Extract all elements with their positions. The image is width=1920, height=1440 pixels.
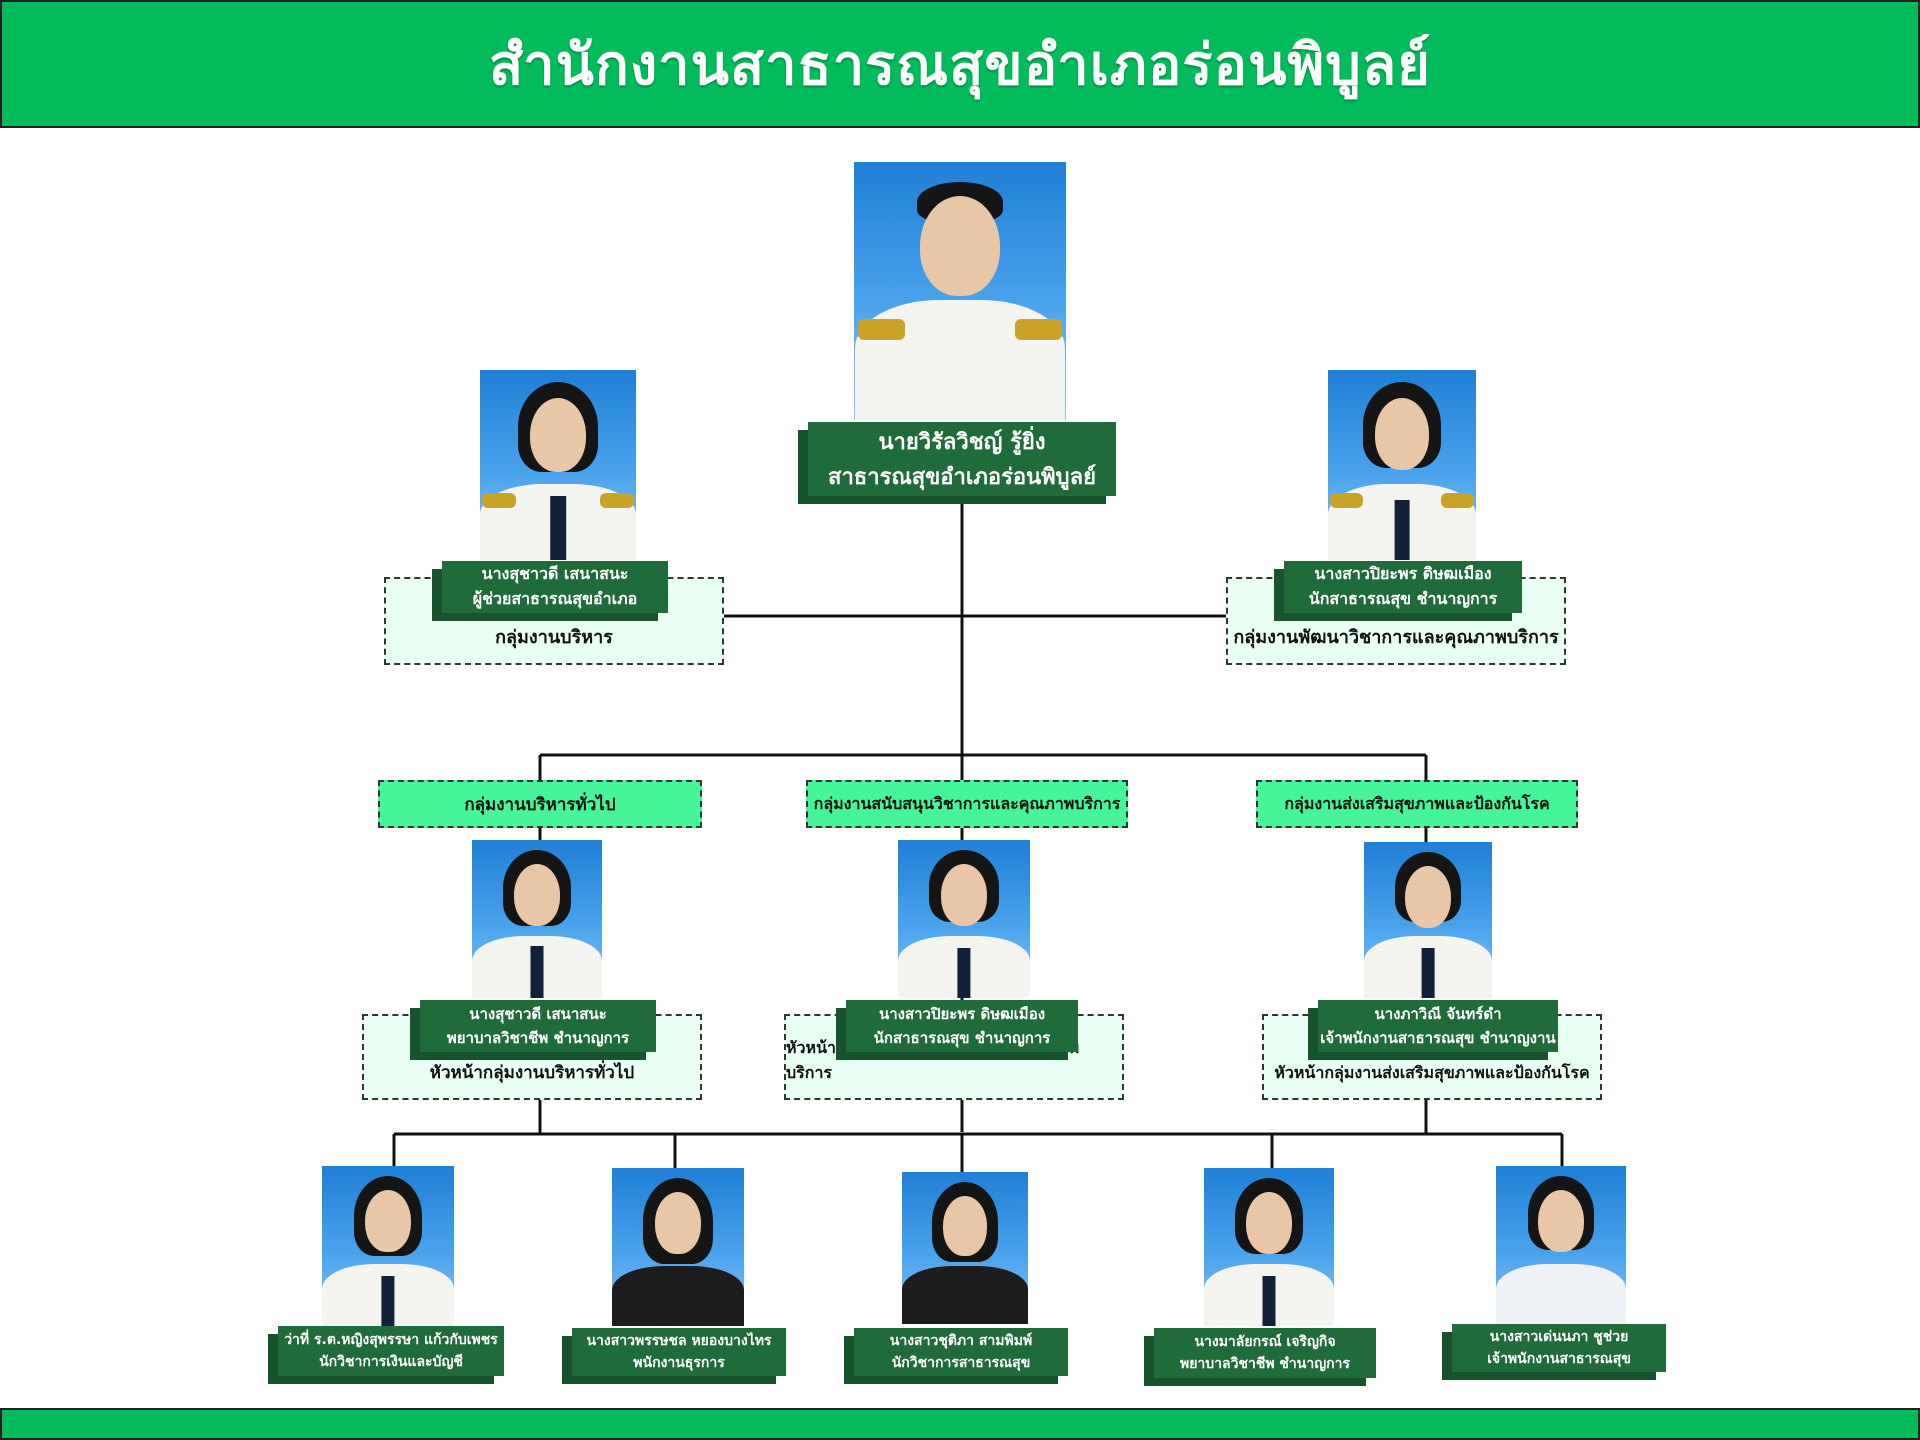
director-nameplate: นายวิรัลวิชญ์ รู้ยิ่ง สาธารณสุขอำเภอร่อน… bbox=[808, 422, 1116, 496]
group-head-name-1: นางสุชาวดี เสนาสนะ bbox=[469, 1005, 607, 1023]
left-unit-photo bbox=[480, 370, 636, 560]
staff-photo-4 bbox=[1204, 1168, 1334, 1326]
staff-position-1: นักวิชาการเงินและบัญชี bbox=[319, 1354, 463, 1370]
group-head-role-1: หัวหน้ากลุ่มงานบริหารทั่วไป bbox=[429, 1063, 635, 1083]
staff-name-4: นางมาลัยกรณ์ เจริญกิจ bbox=[1194, 1334, 1336, 1350]
staff-name-5: นางสาวเด่นนภา ชูช่วย bbox=[1489, 1329, 1629, 1345]
staff-nameplate-5: นางสาวเด่นนภา ชูช่วย เจ้าพนักงานสาธารณสุ… bbox=[1452, 1324, 1666, 1372]
left-unit-group-label: กลุ่มงานบริหาร bbox=[495, 627, 613, 648]
group-label-health-promotion: กลุ่มงานส่งเสริมสุขภาพและป้องกันโรค bbox=[1256, 780, 1578, 828]
right-unit-nameplate: นางสาวปิยะพร ดิษฒเมือง นักสาธารณสุข ชำนา… bbox=[1284, 561, 1522, 613]
right-unit-name: นางสาวปิยะพร ดิษฒเมือง bbox=[1314, 564, 1492, 583]
staff-photo-2 bbox=[612, 1168, 744, 1326]
group-label-general-admin: กลุ่มงานบริหารทั่วไป bbox=[378, 780, 702, 828]
group-head-name-3: นางภาวิณี จันทร์ดำ bbox=[1374, 1005, 1502, 1023]
header-banner: สำนักงานสาธารณสุขอำเภอร่อนพิบูลย์ bbox=[0, 0, 1920, 128]
staff-photo-5 bbox=[1496, 1166, 1626, 1326]
group-label-academic-support: กลุ่มงานสนับสนุนวิชาการและคุณภาพบริการ bbox=[806, 780, 1128, 828]
staff-position-4: พยาบาลวิชาชีพ ชำนาญการ bbox=[1179, 1356, 1351, 1372]
director-position: สาธารณสุขอำเภอร่อนพิบูลย์ bbox=[828, 465, 1096, 490]
right-unit-group-label: กลุ่มงานพัฒนาวิชาการและคุณภาพบริการ bbox=[1233, 627, 1559, 648]
left-unit-position: ผู้ช่วยสาธารณสุขอำเภอ bbox=[472, 589, 638, 608]
staff-position-3: นักวิชาการสาธารณสุข bbox=[891, 1355, 1031, 1371]
right-unit-position: นักสาธารณสุข ชำนาญการ bbox=[1308, 589, 1498, 608]
director-name: นายวิรัลวิชญ์ รู้ยิ่ง bbox=[878, 430, 1046, 455]
staff-nameplate-2: นางสาวพรรษชล หยองบางไทร พนักงานธุรการ bbox=[572, 1328, 786, 1376]
group-head-photo-2 bbox=[898, 840, 1030, 998]
staff-nameplate-4: นางมาลัยกรณ์ เจริญกิจ พยาบาลวิชาชีพ ชำนา… bbox=[1154, 1328, 1376, 1378]
group-head-role-3: หัวหน้ากลุ่มงานส่งเสริมสุขภาพและป้องกันโ… bbox=[1274, 1063, 1590, 1082]
page-title: สำนักงานสาธารณสุขอำเภอร่อนพิบูลย์ bbox=[489, 32, 1431, 98]
staff-photo-1 bbox=[322, 1166, 454, 1326]
staff-position-5: เจ้าพนักงานสาธารณสุข bbox=[1487, 1351, 1631, 1367]
group-head-position-3: เจ้าพนักงานสาธารณสุข ชำนาญงาน bbox=[1320, 1029, 1556, 1047]
staff-position-2: พนักงานธุรการ bbox=[633, 1355, 725, 1371]
staff-nameplate-3: นางสาวชุติภา สามพิมพ์ นักวิชาการสาธารณสุ… bbox=[854, 1328, 1068, 1376]
staff-name-3: นางสาวชุติภา สามพิมพ์ bbox=[889, 1333, 1033, 1349]
staff-photo-3 bbox=[902, 1172, 1028, 1324]
left-unit-name: นางสุชาวดี เสนาสนะ bbox=[481, 564, 629, 583]
staff-nameplate-1: ว่าที่ ร.ต.หญิงสุพรรษา แก้วกับเพชร นักวิ… bbox=[278, 1326, 504, 1376]
right-unit-photo bbox=[1328, 370, 1476, 560]
group-head-nameplate-3: นางภาวิณี จันทร์ดำ เจ้าพนักงานสาธารณสุข … bbox=[1318, 1000, 1558, 1052]
group-head-nameplate-2: นางสาวปิยะพร ดิษฒเมือง นักสาธารณสุข ชำนา… bbox=[846, 1000, 1078, 1052]
group-head-photo-1 bbox=[472, 840, 602, 998]
staff-name-1: ว่าที่ ร.ต.หญิงสุพรรษา แก้วกับเพชร bbox=[284, 1332, 498, 1348]
director-photo bbox=[854, 162, 1066, 420]
group-head-name-2: นางสาวปิยะพร ดิษฒเมือง bbox=[878, 1005, 1046, 1023]
group-head-photo-3 bbox=[1364, 842, 1492, 998]
left-unit-nameplate: นางสุชาวดี เสนาสนะ ผู้ช่วยสาธารณสุขอำเภอ bbox=[442, 561, 668, 613]
group-head-nameplate-1: นางสุชาวดี เสนาสนะ พยาบาลวิชาชีพ ชำนาญกา… bbox=[420, 1000, 656, 1052]
footer-bar bbox=[0, 1408, 1920, 1440]
staff-name-2: นางสาวพรรษชล หยองบางไทร bbox=[586, 1333, 772, 1349]
group-head-position-1: พยาบาลวิชาชีพ ชำนาญการ bbox=[446, 1029, 630, 1047]
group-head-position-2: นักสาธารณสุข ชำนาญการ bbox=[873, 1029, 1051, 1047]
